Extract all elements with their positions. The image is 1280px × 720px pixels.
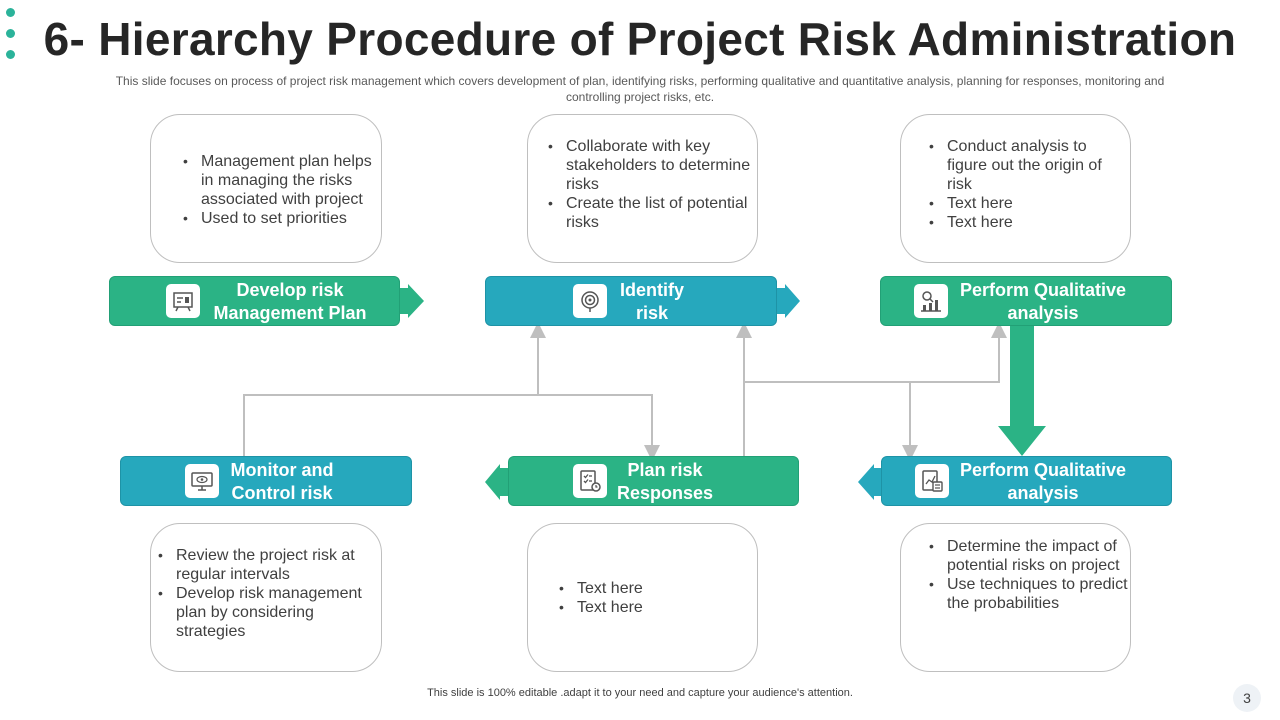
stage-label: Plan risk Responses: [605, 459, 725, 505]
bullet-list: Collaborate with key stakeholders to det…: [528, 137, 757, 232]
stage-label-line: Management Plan: [213, 303, 367, 323]
stage-label: Perform Qualitative analysis: [949, 279, 1137, 325]
text-box-develop: Management plan helps in managing the ri…: [150, 114, 382, 263]
text-box-monitor: Review the project risk at regular inter…: [150, 523, 382, 672]
stage-label-line: Perform Qualitative: [959, 280, 1127, 300]
calculator-report-icon: [915, 464, 949, 498]
bullet-list: Conduct analysis to figure out the origi…: [901, 137, 1130, 232]
stage-monitor-control-risk: Monitor and Control risk: [120, 456, 412, 506]
dot-icon: [6, 50, 15, 59]
arrow-plan-left: [485, 464, 510, 500]
bullet-list: Review the project risk at regular inter…: [151, 546, 381, 641]
stage-develop-risk-plan: Develop risk Management Plan: [109, 276, 400, 326]
stage-label: Develop risk Management Plan: [204, 279, 376, 325]
stage-label-line: Responses: [616, 483, 714, 503]
target-icon: [573, 284, 607, 318]
bullet-item: Determine the impact of potential risks …: [929, 537, 1130, 575]
bullet-item: Review the project risk at regular inter…: [158, 546, 381, 584]
stage-label: Monitor and Control risk: [217, 459, 347, 505]
connector-to-qualitative: [744, 322, 1007, 383]
stage-label-line: Plan risk: [627, 460, 703, 480]
text-box-plan: Text here Text here: [527, 523, 758, 672]
stage-label-line: analysis: [1007, 483, 1079, 503]
bullet-item: Develop risk management plan by consider…: [158, 584, 381, 641]
connector-monitor-to-identify: [243, 322, 546, 456]
page-number: 3: [1233, 684, 1261, 712]
text-box-qualitative: Conduct analysis to figure out the origi…: [900, 114, 1131, 263]
text-box-identify: Collaborate with key stakeholders to det…: [527, 114, 758, 263]
stage-label-line: Identify: [619, 280, 684, 300]
planning-board-icon: [166, 284, 200, 318]
footer-note: This slide is 100% editable .adapt it to…: [427, 687, 853, 699]
dot-icon: [6, 29, 15, 38]
analysis-chart-icon: [914, 284, 948, 318]
arrow-identify-right: [776, 284, 800, 318]
stage-perform-quantitative-analysis: Perform Qualitative analysis: [881, 456, 1172, 506]
bullet-item: Use techniques to predict the probabilit…: [929, 575, 1130, 613]
decorative-dots: [6, 8, 15, 71]
stage-label-line: Monitor and: [230, 460, 334, 480]
page-title: 6- Hierarchy Procedure of Project Risk A…: [43, 13, 1237, 65]
checklist-clock-icon: [573, 464, 607, 498]
bullet-item: Text here: [929, 194, 1130, 213]
stage-label-line: risk: [635, 303, 669, 323]
arrow-qualitative-down: [998, 326, 1046, 456]
stage-label-line: Control risk: [231, 483, 333, 503]
bullet-item: Text here: [559, 579, 643, 598]
arrow-quantitative-left: [858, 464, 884, 500]
bullet-list: Determine the impact of potential risks …: [901, 537, 1130, 613]
bullet-item: Text here: [559, 598, 643, 617]
bullet-item: Create the list of potential risks: [548, 194, 757, 232]
connector-to-plan: [538, 394, 660, 461]
page-subtitle: This slide focuses on process of project…: [115, 74, 1165, 104]
stage-identify-risk: Identify risk: [485, 276, 777, 326]
stage-perform-qualitative-analysis: Perform Qualitative analysis: [880, 276, 1172, 326]
stage-label: Perform Qualitative analysis: [949, 459, 1137, 505]
bullet-item: Used to set priorities: [183, 209, 381, 228]
stage-label: Identify risk: [602, 279, 702, 325]
stage-label-line: Develop risk: [236, 280, 344, 300]
dot-icon: [6, 8, 15, 17]
stage-plan-risk-responses: Plan risk Responses: [508, 456, 799, 506]
bullet-item: Conduct analysis to figure out the origi…: [929, 137, 1130, 194]
bullet-list: Text here Text here: [528, 579, 643, 617]
bullet-item: Collaborate with key stakeholders to det…: [548, 137, 757, 194]
stage-label-line: Perform Qualitative: [959, 460, 1127, 480]
bullet-list: Management plan helps in managing the ri…: [151, 152, 381, 228]
bullet-item: Management plan helps in managing the ri…: [183, 152, 381, 209]
text-box-quantitative: Determine the impact of potential risks …: [900, 523, 1131, 672]
monitor-eye-icon: [185, 464, 219, 498]
arrow-develop-right: [399, 284, 424, 318]
stage-label-line: analysis: [1007, 303, 1079, 323]
bullet-item: Text here: [929, 213, 1130, 232]
